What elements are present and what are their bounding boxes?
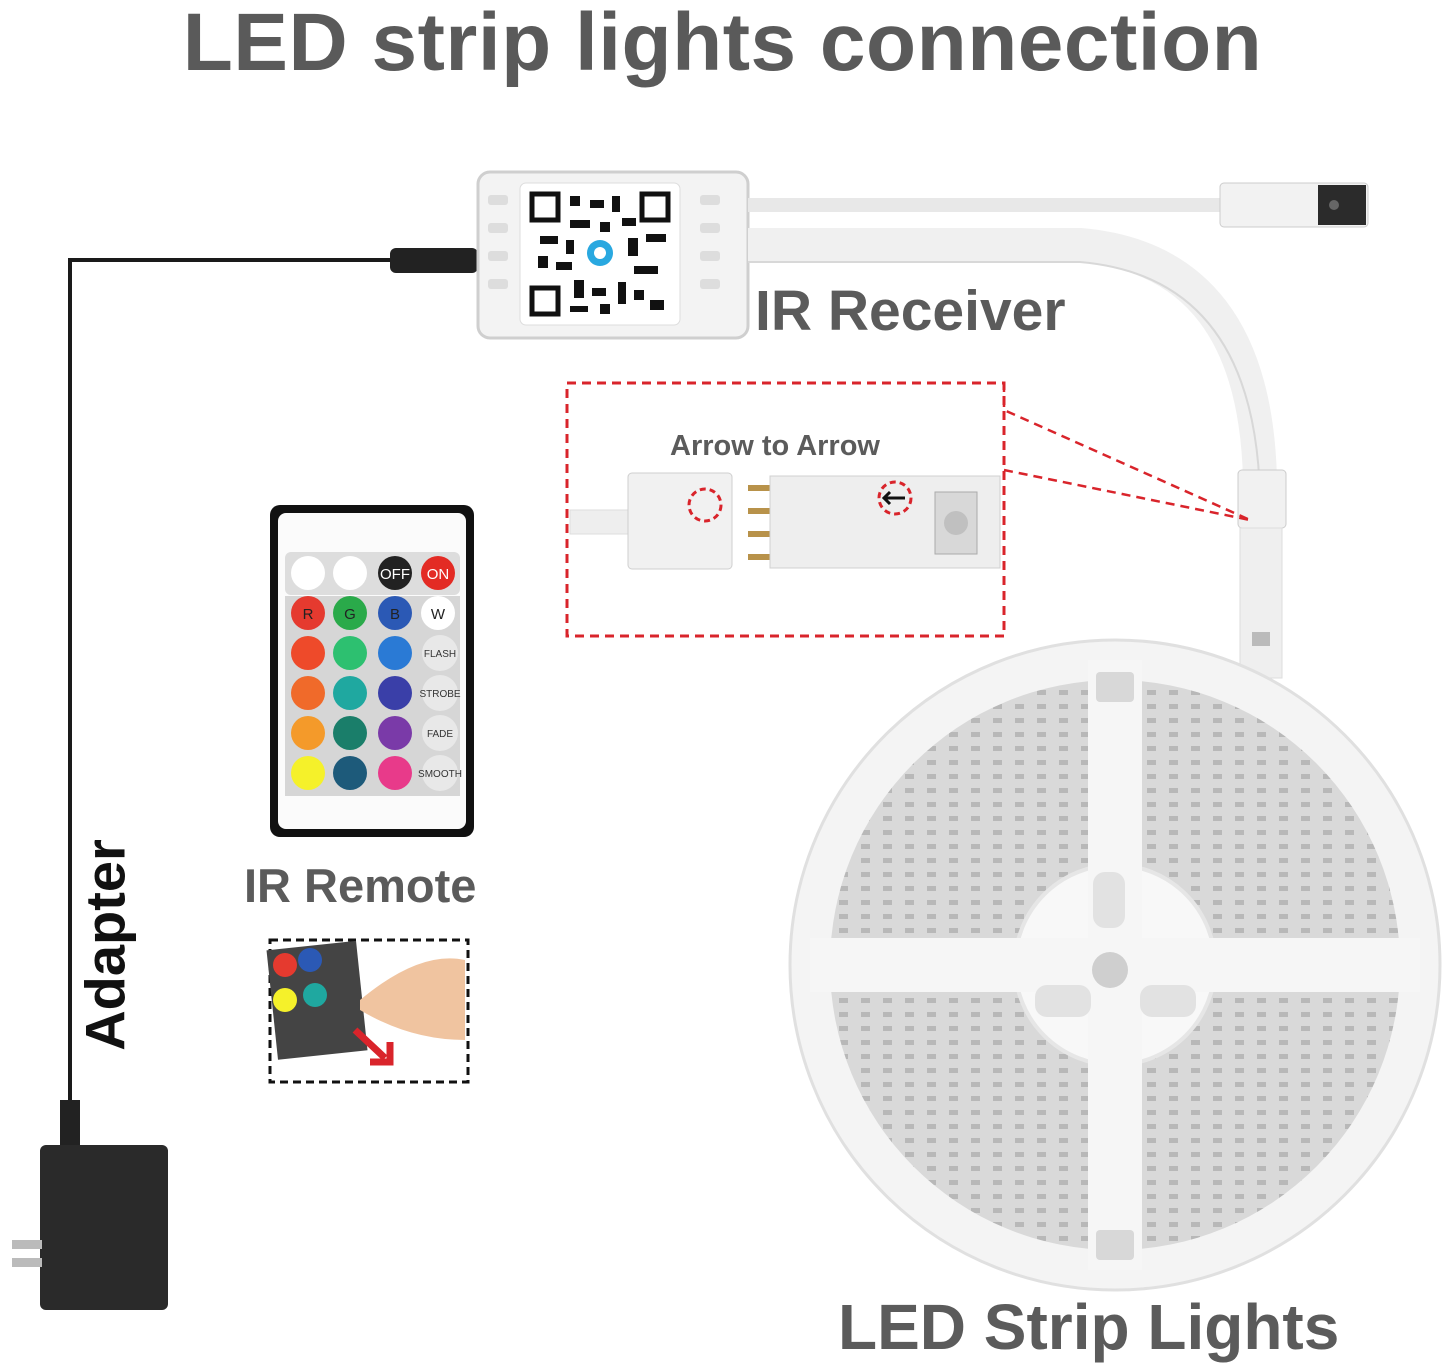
remote-r-label: R bbox=[303, 606, 314, 623]
battery-tab-inset bbox=[266, 938, 470, 1084]
remote-on-label: ON bbox=[427, 566, 450, 583]
remote-smooth-label: SMOOTH bbox=[418, 769, 462, 780]
adapter bbox=[12, 1100, 168, 1310]
brightness-up-icon bbox=[291, 556, 325, 590]
dc-plug bbox=[390, 248, 478, 273]
strip-tail bbox=[1239, 527, 1283, 679]
led-strip-label: LED Strip Lights bbox=[838, 1291, 1340, 1363]
finger-icon bbox=[360, 958, 465, 1040]
strip-cable bbox=[748, 228, 1277, 481]
led-reel bbox=[788, 638, 1442, 1292]
remote-off-label: OFF bbox=[380, 566, 410, 583]
power-cable bbox=[68, 258, 392, 1110]
remote-fade-label: FADE bbox=[427, 729, 453, 740]
brightness-down-icon bbox=[333, 556, 367, 590]
connector-illustration bbox=[569, 472, 1001, 570]
page-title: LED strip lights connection bbox=[182, 0, 1263, 88]
arrow-marker-right-icon bbox=[877, 480, 913, 516]
controller-box bbox=[476, 170, 750, 340]
remote-w-label: W bbox=[431, 606, 446, 623]
pull-arrow-icon bbox=[352, 1027, 394, 1066]
ir-remote: OFF ON R G B W FLASH STROBE FADE SMOOTH bbox=[270, 505, 474, 837]
remote-flash-label: FLASH bbox=[424, 649, 456, 660]
qr-code-icon bbox=[529, 191, 671, 317]
ir-receiver-label: IR Receiver bbox=[755, 279, 1066, 343]
remote-b-label: B bbox=[390, 606, 400, 623]
remote-strobe-label: STROBE bbox=[419, 689, 460, 700]
arrow-marker-left-icon bbox=[687, 487, 723, 523]
ir-remote-label: IR Remote bbox=[244, 859, 477, 912]
ir-receiver-head bbox=[1219, 182, 1369, 228]
adapter-label: Adapter bbox=[73, 839, 137, 1051]
remote-g-label: G bbox=[344, 606, 356, 623]
arrow-hint-label: Arrow to Arrow bbox=[670, 430, 880, 462]
